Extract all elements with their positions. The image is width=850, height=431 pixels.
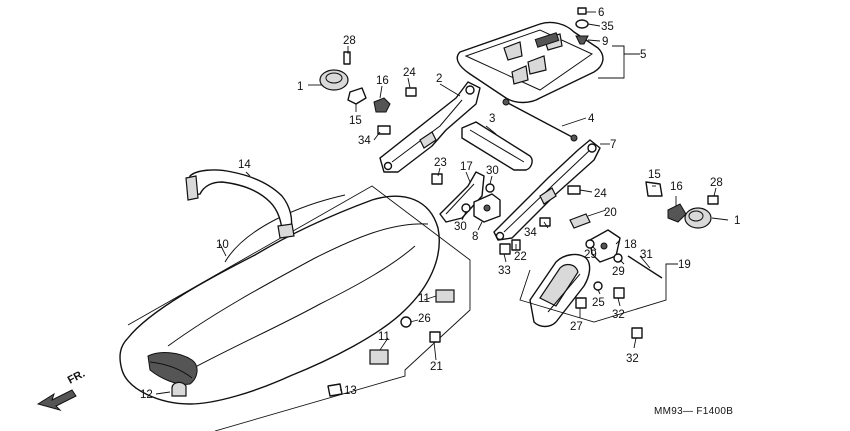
callout-31: 31 xyxy=(640,249,653,261)
rear-rod[interactable] xyxy=(502,98,578,142)
callout-21: 21 xyxy=(430,361,443,373)
callout-33: 33 xyxy=(498,265,511,277)
callout-7: 7 xyxy=(610,139,616,151)
diagram-code: MM93— F1400B xyxy=(654,406,733,417)
front-direction-arrow xyxy=(36,389,77,411)
callout-11-b: 11 xyxy=(378,331,390,343)
seat[interactable] xyxy=(119,194,440,405)
callout-29-b: 29 xyxy=(612,266,625,278)
callout-28-right: 28 xyxy=(710,177,723,189)
callout-16: 16 xyxy=(376,75,389,87)
seat-lock[interactable] xyxy=(473,193,501,223)
callout-34: 34 xyxy=(358,135,371,147)
callout-26: 26 xyxy=(418,313,431,325)
carrier-bridge[interactable] xyxy=(461,121,533,171)
seat-lock-bracket[interactable] xyxy=(439,171,485,223)
left-carrier-stay[interactable] xyxy=(379,81,481,173)
front-direction-label: FR. xyxy=(66,368,87,387)
callout-1-right: 1 xyxy=(734,215,740,227)
callout-35: 35 xyxy=(601,21,614,33)
callout-11-a: 11 xyxy=(418,293,430,305)
callout-34-right: 34 xyxy=(524,227,537,239)
callout-12: 12 xyxy=(140,389,153,401)
callout-8: 8 xyxy=(472,231,478,243)
callout-9: 9 xyxy=(602,36,608,48)
callout-18: 18 xyxy=(624,239,637,251)
callout-29-a: 29 xyxy=(584,249,597,261)
callout-5: 5 xyxy=(640,49,646,61)
callout-17: 17 xyxy=(460,161,473,173)
callout-30-bottom: 30 xyxy=(454,221,467,233)
callout-24-right: 24 xyxy=(594,188,607,200)
leader-lines xyxy=(155,11,729,395)
taillight-bracket[interactable] xyxy=(589,229,621,263)
seat-outline xyxy=(127,185,471,431)
callout-22: 22 xyxy=(514,251,527,263)
callout-25: 25 xyxy=(592,297,605,309)
callout-16-right: 16 xyxy=(670,181,683,193)
callout-14: 14 xyxy=(238,159,251,171)
callout-labels: 28 1 16 15 24 2 34 6 35 9 5 4 3 7 14 23 … xyxy=(66,7,741,417)
callout-30-top: 30 xyxy=(486,165,499,177)
tool-tray[interactable] xyxy=(529,253,591,328)
callout-15-right: 15 xyxy=(648,169,661,181)
cap-right[interactable] xyxy=(684,207,712,229)
callout-19: 19 xyxy=(678,259,691,271)
grab-rail[interactable] xyxy=(185,169,295,239)
callout-32-a: 32 xyxy=(612,309,625,321)
callout-28: 28 xyxy=(343,35,356,47)
callout-27: 27 xyxy=(570,321,583,333)
callout-24: 24 xyxy=(403,67,416,79)
callout-2: 2 xyxy=(436,73,442,85)
rubber-plate xyxy=(569,213,591,229)
callout-20: 20 xyxy=(604,207,617,219)
callout-10: 10 xyxy=(216,239,229,251)
callout-15: 15 xyxy=(349,115,362,127)
callout-3: 3 xyxy=(489,113,495,125)
callout-13: 13 xyxy=(344,385,357,397)
callout-1: 1 xyxy=(297,81,303,93)
carrier[interactable] xyxy=(456,21,604,104)
callout-6: 6 xyxy=(598,7,604,19)
callout-23: 23 xyxy=(434,157,447,169)
callout-32-b: 32 xyxy=(626,353,639,365)
right-carrier-stay[interactable] xyxy=(493,139,601,241)
callout-4: 4 xyxy=(588,113,595,125)
cap-left[interactable] xyxy=(319,69,349,91)
